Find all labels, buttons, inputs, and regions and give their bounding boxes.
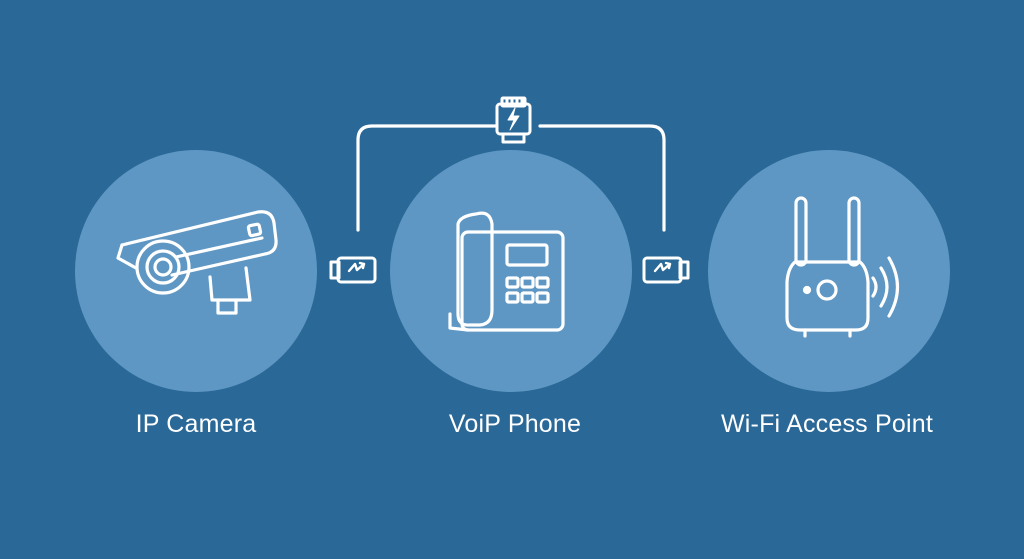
- phone-circle: [390, 150, 632, 392]
- voip-phone-label: VoiP Phone: [448, 410, 582, 438]
- power-connector-icon: [642, 256, 690, 284]
- ethernet-plug-icon: [495, 96, 532, 144]
- poe-cable-line: [356, 124, 666, 232]
- desk-phone-icon: [448, 211, 565, 332]
- wifi-access-point-icon: [785, 196, 899, 338]
- ip-camera-label: IP Camera: [135, 410, 257, 438]
- power-connector-icon: [329, 256, 377, 284]
- ap-circle: [708, 150, 950, 392]
- security-camera-icon: [116, 210, 278, 315]
- wifi-access-point-label: Wi-Fi Access Point: [721, 410, 933, 438]
